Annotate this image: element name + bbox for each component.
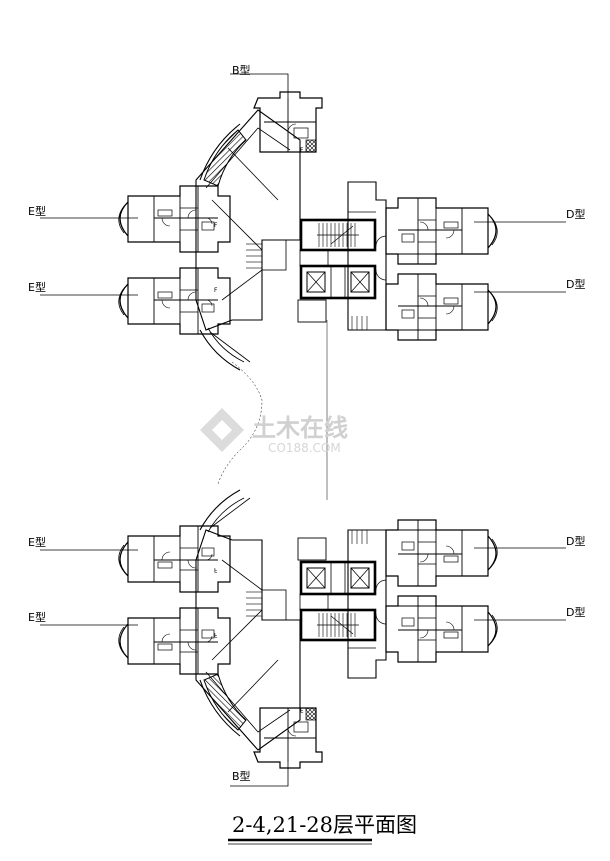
label-d-4: D型 xyxy=(566,605,585,619)
label-d-3: D型 xyxy=(566,534,585,548)
label-d-1: D型 xyxy=(566,207,585,221)
label-e-2: E型 xyxy=(28,280,46,294)
label-b-top: B型 xyxy=(232,63,251,77)
watermark: 土木在线 CO188.COM xyxy=(200,408,348,455)
drawing-title: 2-4,21-28层平面图 xyxy=(232,813,417,837)
watermark-cn: 土木在线 xyxy=(252,414,348,442)
lower-floor-plan xyxy=(119,490,498,768)
label-b-bottom: B型 xyxy=(232,769,251,783)
leader-lines xyxy=(40,73,566,787)
watermark-en: CO188.COM xyxy=(268,441,341,455)
label-e-4: E型 xyxy=(28,610,46,624)
label-e-1: E型 xyxy=(28,204,46,218)
label-e-3: E型 xyxy=(28,535,46,549)
label-d-2: D型 xyxy=(566,277,585,291)
upper-floor-plan xyxy=(119,92,498,370)
